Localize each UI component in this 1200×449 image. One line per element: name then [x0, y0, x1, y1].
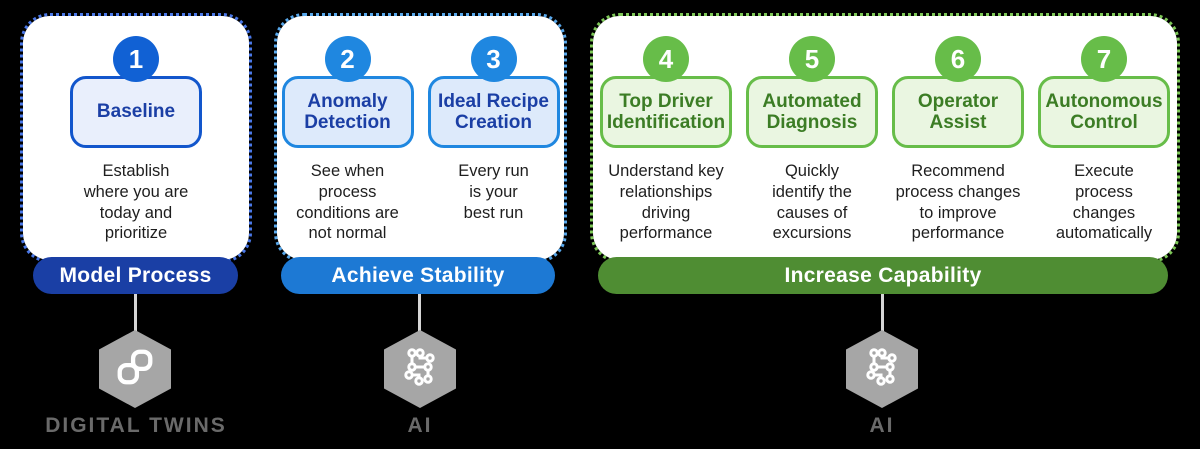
hexagon-badge-digital-twins: [99, 330, 171, 408]
connector-line: [418, 292, 421, 332]
step-title-card: Autonomous Control: [1038, 76, 1170, 148]
step-1: 1 Baseline Establish where you are today…: [70, 36, 202, 244]
step-title-card: Automated Diagnosis: [746, 76, 878, 148]
step-2: 2 Anomaly Detection See when process con…: [281, 36, 414, 244]
phase-pill-increase-capability: Increase Capability: [598, 257, 1168, 294]
step-description: Execute process changes automatically: [1055, 162, 1153, 243]
step-number-badge: 2: [324, 36, 371, 82]
connector-line: [881, 292, 884, 332]
hexagon-badge-ai: [846, 330, 918, 408]
step-title-card: Baseline: [70, 76, 202, 148]
step-title-card: Operator Assist: [892, 76, 1024, 148]
tech-label-ai: AI: [407, 414, 433, 437]
step-5: 5 Automated Diagnosis Quickly identify t…: [746, 36, 878, 244]
hexagon-badge-ai: [384, 330, 456, 408]
step-7: 7 Autonomous Control Execute process cha…: [1038, 36, 1170, 244]
step-6: 6 Operator Assist Recommend process chan…: [892, 36, 1024, 244]
step-number-badge: 1: [113, 36, 159, 82]
step-description: See when process conditions are not norm…: [296, 162, 399, 243]
step-number-badge: 3: [470, 36, 517, 82]
step-description: Recommend process changes to improve per…: [895, 162, 1021, 243]
tech-label-digital-twins: DIGITAL TWINS: [45, 414, 227, 437]
step-title-card: Ideal Recipe Creation: [427, 76, 560, 148]
ai-circuit-icon: [399, 345, 441, 394]
step-number-badge: 4: [643, 36, 689, 82]
step-description: Understand key relationships driving per…: [608, 162, 724, 243]
step-3: 3 Ideal Recipe Creation Every run is you…: [427, 36, 560, 244]
step-description: Every run is your best run: [458, 162, 529, 222]
step-number-badge: 5: [789, 36, 835, 82]
connector-line: [134, 292, 137, 332]
step-number-badge: 7: [1081, 36, 1127, 82]
step-description: Quickly identify the causes of excursion…: [772, 162, 852, 243]
step-number-badge: 6: [935, 36, 981, 82]
steps-row: 2 Anomaly Detection See when process con…: [277, 16, 564, 244]
steps-row: 1 Baseline Establish where you are today…: [23, 16, 249, 244]
phase-pill-achieve-stability: Achieve Stability: [281, 257, 555, 294]
digital-twins-icon: [114, 346, 156, 393]
tech-label-ai: AI: [869, 414, 895, 437]
step-title-card: Top Driver Identification: [600, 76, 732, 148]
phase-panel-model-process: 1 Baseline Establish where you are today…: [20, 13, 252, 263]
phase-panel-increase-capability: 4 Top Driver Identification Understand k…: [590, 13, 1180, 263]
ai-circuit-icon: [861, 345, 903, 394]
step-title-card: Anomaly Detection: [281, 76, 414, 148]
steps-row: 4 Top Driver Identification Understand k…: [593, 16, 1177, 244]
phase-panel-achieve-stability: 2 Anomaly Detection See when process con…: [274, 13, 567, 263]
phase-pill-model-process: Model Process: [33, 257, 238, 294]
step-description: Establish where you are today and priori…: [83, 162, 189, 243]
step-4: 4 Top Driver Identification Understand k…: [600, 36, 732, 244]
